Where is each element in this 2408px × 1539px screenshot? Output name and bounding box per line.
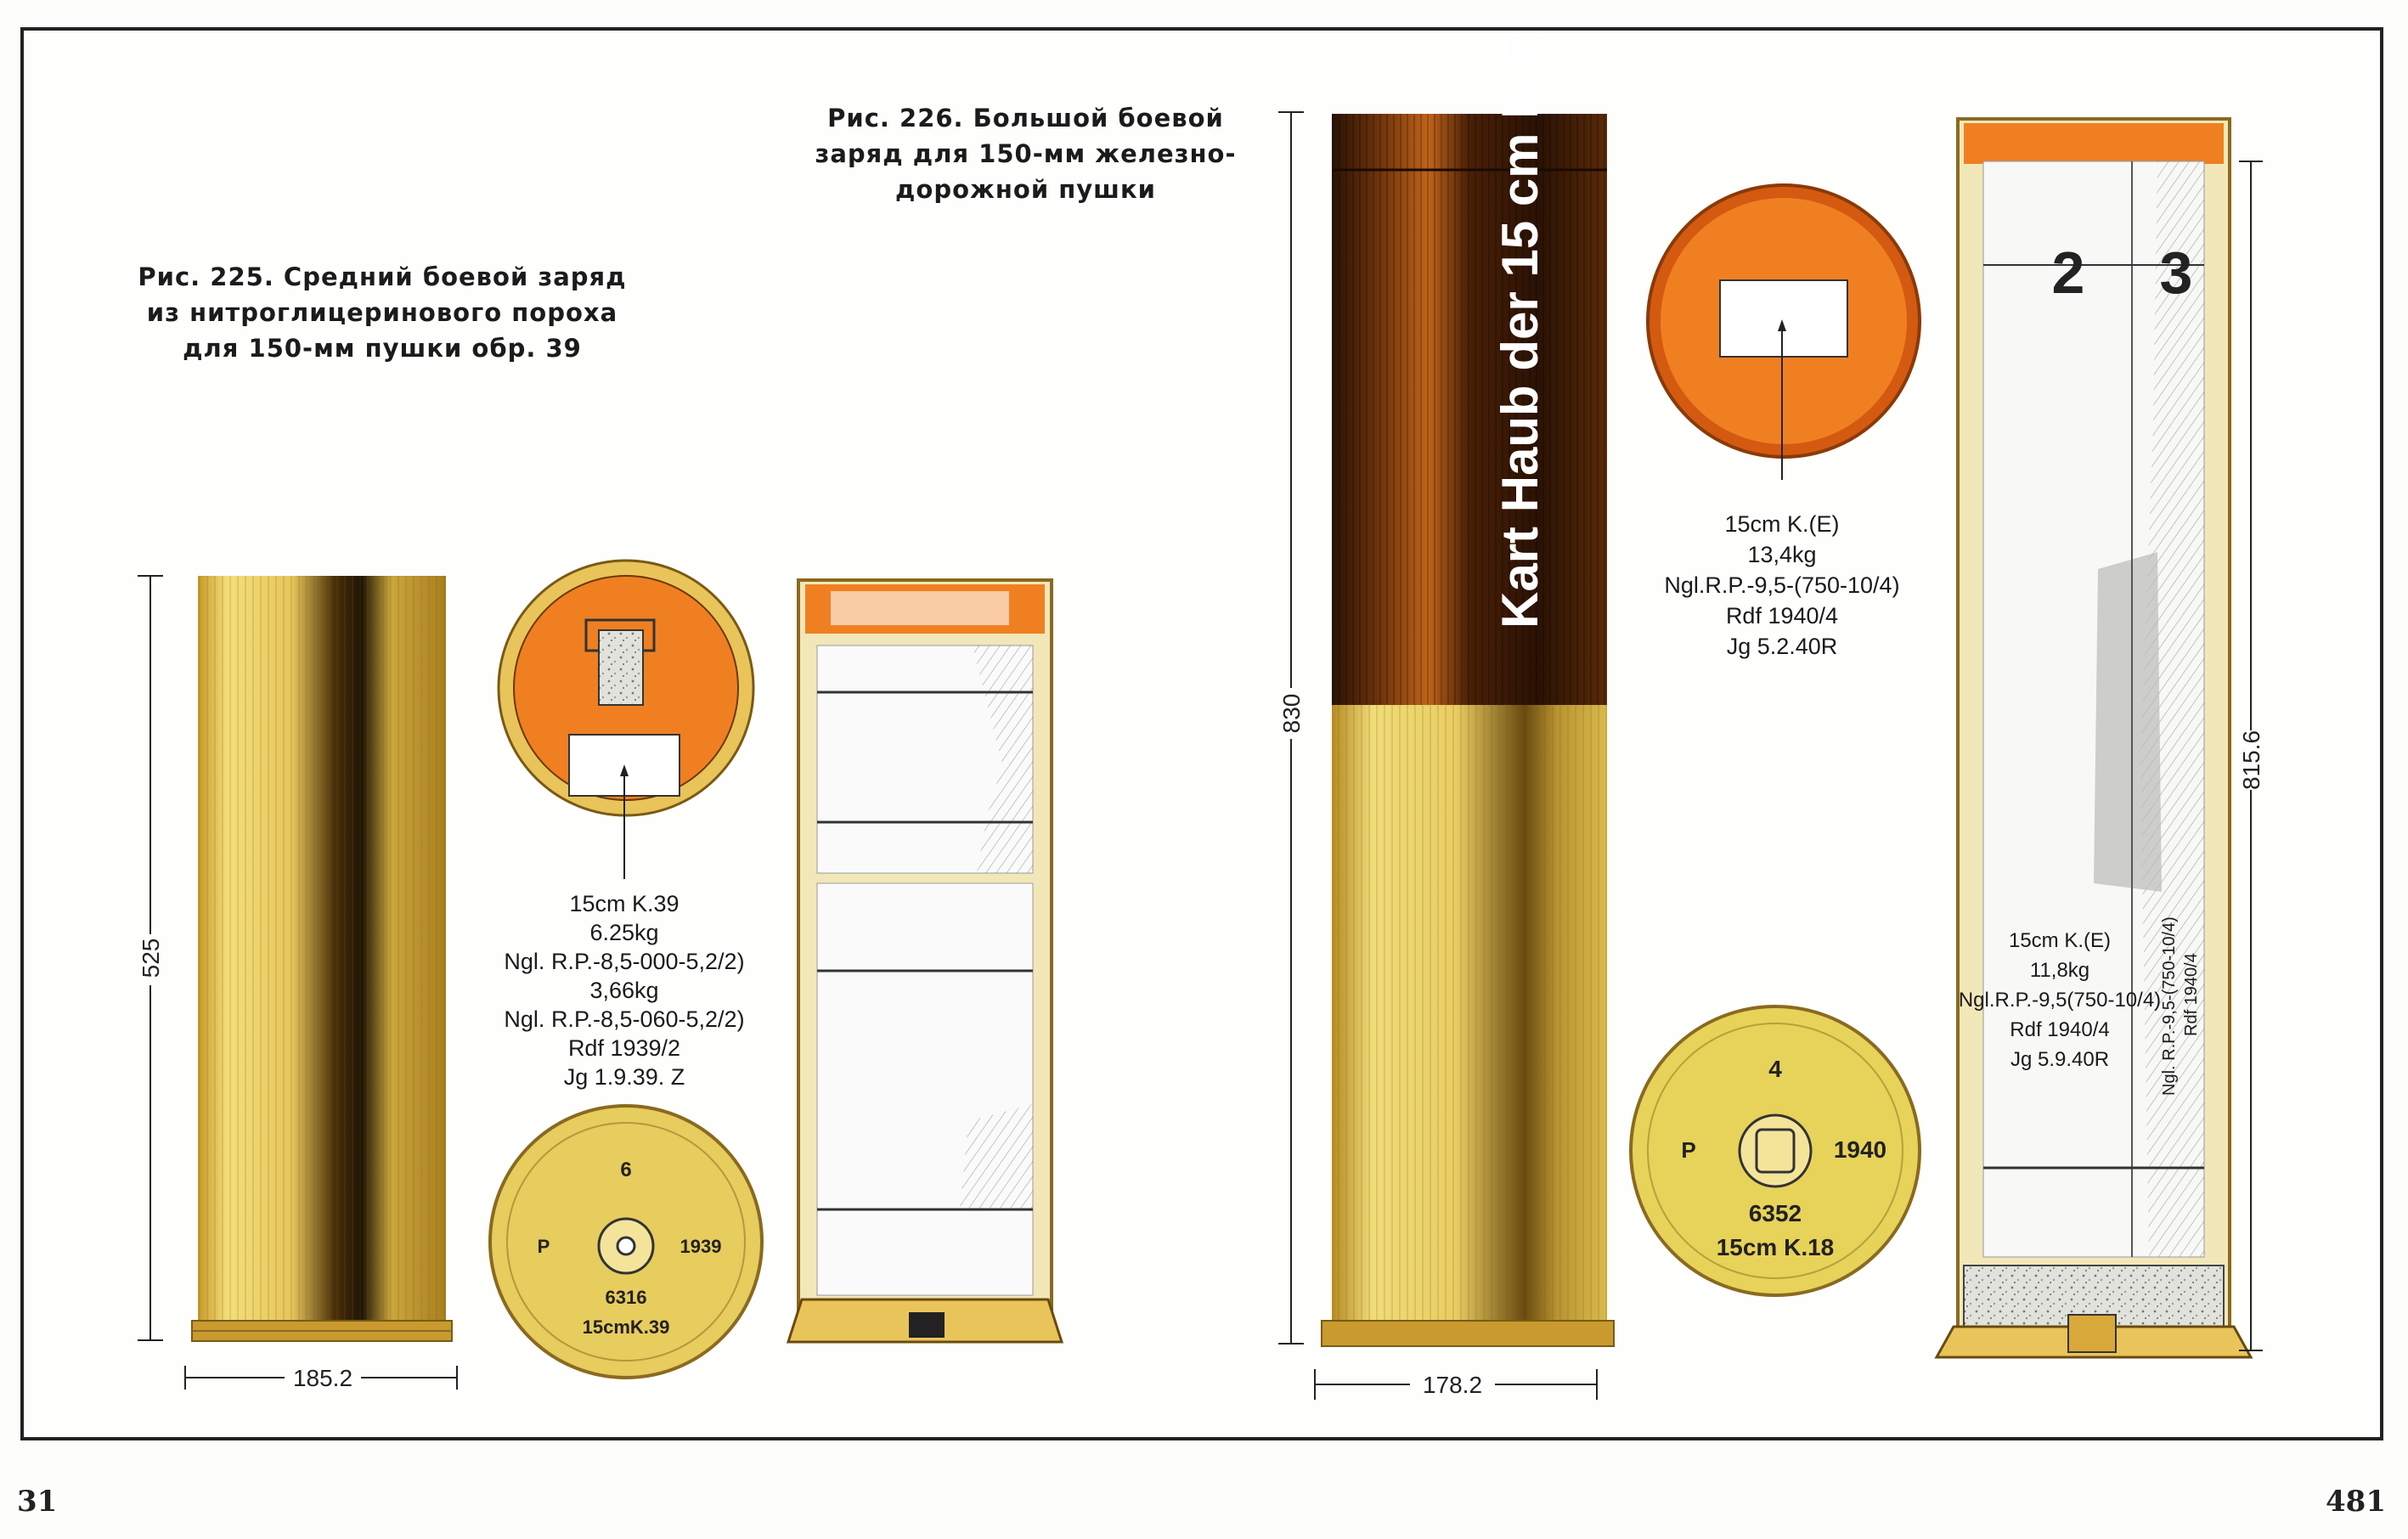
fig226-lid-top-view — [1646, 183, 1921, 480]
fig225-base-mark-top: 6 — [620, 1158, 631, 1181]
fig225-height-dimension: 525 — [136, 575, 165, 1341]
fig225-label-line: 3,66kg — [589, 978, 658, 1003]
fig225-case-exterior — [191, 576, 453, 1342]
fig226-label-line: Ngl.R.P.-9,5-(750-10/4) — [1664, 572, 1899, 598]
fig225-lid-top-view — [497, 559, 755, 879]
fig226-section-label-line: Rdf 1940/4 — [2010, 1018, 2109, 1041]
caption-fig226-line: заряд для 150-мм железно- — [815, 139, 1237, 169]
fig226-section-label-line: Jg 5.9.40R — [2010, 1048, 2109, 1071]
fig225-label-line: Ngl. R.P.-8,5-060-5,2/2) — [504, 1006, 744, 1032]
caption-fig225: Рис. 225. Средний боевой заряд из нитрог… — [110, 259, 654, 366]
caption-fig226: Рис. 226. Большой боевой заряд для 150-м… — [811, 100, 1240, 207]
fig226-base-mark-code: 6352 — [1749, 1200, 1802, 1226]
fig226-label-line: Jg 5.2.40R — [1727, 634, 1838, 659]
fig226-case-stencil: Kart Haub der 15 cm K E — [1492, 34, 1548, 629]
fig225-base-mark-left: P — [538, 1236, 550, 1257]
fig225-label-line: Jg 1.9.39. Z — [564, 1064, 685, 1090]
fig226-section-label-block: 15cm K.(E) 11,8kg Ngl.R.P.-9,5(750-10/4)… — [1959, 929, 2161, 1071]
fig226-case-exterior — [1321, 705, 1615, 1347]
fig225-width-dimension: 185.2 — [184, 1364, 458, 1391]
fig226-section-height-dimension: 815.6 — [2237, 161, 2264, 1351]
fig225-base-mark-name: 15cmK.39 — [583, 1316, 670, 1338]
caption-fig226-line: Рис. 226. Большой боевой — [827, 104, 1224, 132]
fig226-section-label-line: Ngl.R.P.-9,5(750-10/4) — [1959, 989, 2161, 1012]
fig226-section-label-line: 11,8kg — [2030, 959, 2089, 982]
fig226-section-side-line: Ngl. R.P.-9,5-(750-10/4) — [2160, 916, 2179, 1096]
fig226-label-line: 15cm K.(E) — [1724, 511, 1839, 537]
fig226-width-dimension: 178.2 — [1314, 1369, 1598, 1400]
caption-fig226-line: дорожной пушки — [894, 175, 1156, 205]
fig226-section-number: 2 — [2052, 240, 2085, 306]
fig225-label-block: 15cm K.39 6.25kg Ngl. R.P.-8,5-000-5,2/2… — [504, 891, 744, 1090]
fig226-section-height-value: 815.6 — [2238, 730, 2264, 790]
fig225-case-section — [786, 578, 1064, 1344]
fig225-height-value: 525 — [138, 939, 164, 978]
caption-fig225-line: для 150-мм пушки обр. 39 — [183, 334, 582, 364]
fig226-section-number: 3 — [2160, 240, 2193, 306]
fig225-base-mark-code: 6316 — [606, 1287, 647, 1308]
fig226-width-value: 178.2 — [1423, 1372, 1482, 1398]
fig225-width-value: 185.2 — [293, 1365, 352, 1391]
fig225-base-mark-right: 1939 — [680, 1236, 722, 1257]
fig226-section-label-line: 15cm K.(E) — [2009, 929, 2111, 952]
caption-fig225-line: из нитроглицеринового пороха — [146, 298, 618, 328]
fig226-height-value: 830 — [1278, 694, 1305, 734]
page-number-left: 31 — [17, 1485, 58, 1519]
fig226-base-mark-left: P — [1681, 1137, 1695, 1163]
fig226-section-side-line: Rdf 1940/4 — [2182, 953, 2201, 1036]
fig226-label-block: 15cm K.(E) 13,4kg Ngl.R.P.-9,5-(750-10/4… — [1664, 511, 1899, 659]
fig226-base-view: 4 P 1940 6352 15cm K.18 — [1629, 1005, 1921, 1297]
fig225-label-line: Ngl. R.P.-8,5-000-5,2/2) — [504, 949, 744, 974]
fig226-label-line: Rdf 1940/4 — [1726, 603, 1838, 629]
fig226-case-section: 2 3 — [1934, 117, 2253, 1359]
fig226-section-side-label: Ngl. R.P.-9,5-(750-10/4) Rdf 1940/4 — [2160, 916, 2201, 1096]
page-number-right: 481 — [2326, 1485, 2386, 1519]
fig226-base-mark-top: 4 — [1768, 1056, 1782, 1082]
fig226-case-lid: Kart Haub der 15 cm K E — [1332, 34, 1607, 705]
fig226-label-line: 13,4kg — [1747, 542, 1816, 567]
fig225-label-line: Rdf 1939/2 — [568, 1035, 680, 1061]
fig225-base-view: 6 P 1939 6316 15cmK.39 — [488, 1104, 764, 1379]
fig226-height-dimension: 830 — [1277, 111, 1306, 1345]
fig226-base-mark-name: 15cm K.18 — [1717, 1234, 1835, 1260]
fig225-label-line: 6.25kg — [589, 920, 658, 945]
caption-fig225-line: Рис. 225. Средний боевой заряд — [138, 262, 627, 291]
fig225-label-line: 15cm K.39 — [569, 891, 679, 916]
fig226-base-mark-right: 1940 — [1834, 1136, 1886, 1163]
